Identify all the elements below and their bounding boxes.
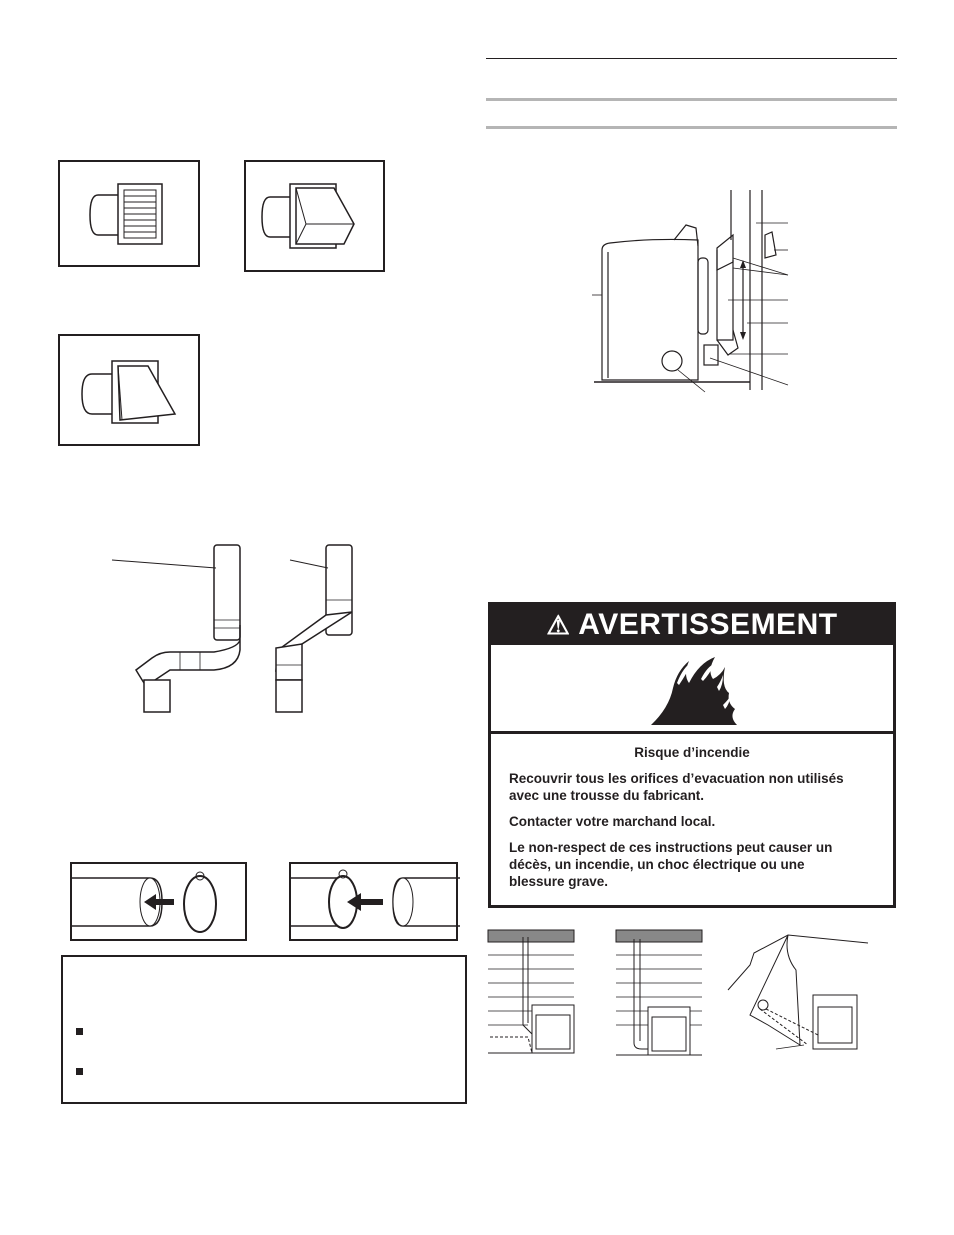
clamp-step-1-figure — [70, 862, 247, 941]
section-rule — [486, 58, 897, 59]
warning-header: ⚠ AVERTISSEMENT — [491, 605, 893, 645]
fire-hazard-figure — [491, 645, 893, 734]
warning-triangle-icon: ⚠ — [546, 609, 571, 640]
clamp-step-1-illustration — [72, 871, 217, 933]
box-hood-figure — [244, 160, 385, 272]
louvered-hood-illustration — [89, 183, 163, 245]
angled-hood-figure — [58, 334, 200, 446]
clamp-step-2-figure — [289, 862, 460, 941]
warning-paragraph: Le non-respect de ces instructions peut … — [509, 840, 833, 889]
bullet-icon — [76, 1028, 83, 1035]
louvered-hood-figure — [58, 160, 200, 267]
warning-heading: AVERTISSEMENT — [578, 608, 838, 641]
warning-title: Risque d’incendie — [634, 745, 750, 760]
box-hood-illustration — [261, 183, 355, 249]
dryer-vent-diagram — [592, 190, 789, 393]
clamp-step-2-illustration — [291, 869, 460, 929]
warning-paragraph: Recouvrir tous les orifices d’evacuation… — [509, 771, 844, 803]
section-rule-gray — [486, 126, 897, 129]
warning-box: ⚠ AVERTISSEMENT Risque d’incendie Recouv… — [488, 602, 896, 908]
bullet-icon — [76, 1068, 83, 1075]
fire-icon — [651, 657, 737, 725]
note-box — [61, 955, 467, 1104]
warning-body: Risque d’incendie Recouvrir tous les ori… — [491, 734, 893, 890]
elbow-ducts-illustration — [111, 544, 353, 713]
installation-scenes-illustration — [487, 929, 869, 1056]
angled-hood-illustration — [81, 360, 177, 424]
section-rule-gray — [486, 98, 897, 101]
warning-paragraph: Contacter votre marchand local. — [509, 814, 716, 829]
